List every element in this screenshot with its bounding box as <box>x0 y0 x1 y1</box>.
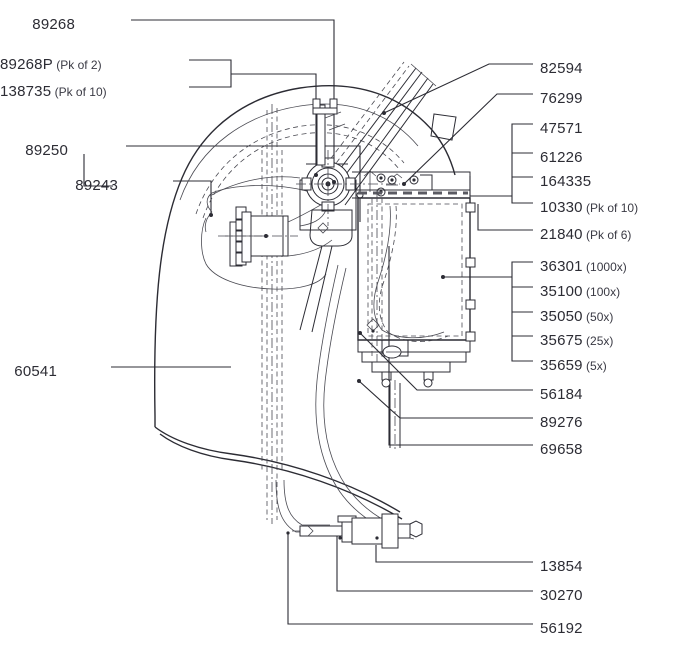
part-number: 61226 <box>540 149 583 166</box>
pivot-hub-assembly <box>296 98 400 333</box>
part-label-138735[interactable]: 138735 (Pk of 10) <box>0 83 107 100</box>
part-label-89250[interactable]: 89250 <box>0 143 68 158</box>
part-label-35050[interactable]: 35050 (50x) <box>540 309 613 324</box>
part-number: 89243 <box>75 177 118 194</box>
part-number: 138735 <box>0 83 52 100</box>
part-label-89276[interactable]: 89276 <box>540 415 583 430</box>
part-label-89243[interactable]: 89243 <box>0 178 118 193</box>
center-band-lines <box>261 104 283 524</box>
part-quantity: (Pk of 6) <box>582 228 632 242</box>
part-number: 89268 <box>32 16 75 33</box>
part-label-89268[interactable]: 89268 <box>0 17 75 32</box>
part-quantity: (25x) <box>582 334 614 348</box>
knob-assembly <box>201 185 328 290</box>
part-label-61226[interactable]: 61226 <box>540 150 583 165</box>
part-label-21840[interactable]: 21840 (Pk of 6) <box>540 227 631 242</box>
part-number: 35659 <box>540 357 583 374</box>
support-post <box>389 380 401 452</box>
part-quantity: (5x) <box>582 359 607 373</box>
part-label-56184[interactable]: 56184 <box>540 387 583 402</box>
hood-inner-outline <box>179 103 419 219</box>
part-number: 30270 <box>540 587 583 604</box>
part-label-60541[interactable]: 60541 <box>0 364 57 379</box>
part-number: 89268P <box>0 56 53 73</box>
part-number: 89250 <box>25 142 68 159</box>
part-number: 56184 <box>540 386 583 403</box>
part-label-164335[interactable]: 164335 <box>540 174 591 189</box>
part-number: 47571 <box>540 120 583 137</box>
part-label-30270[interactable]: 30270 <box>540 588 583 603</box>
part-quantity: (Pk of 10) <box>51 85 107 99</box>
part-number: 164335 <box>540 173 592 190</box>
part-label-35659[interactable]: 35659 (5x) <box>540 358 607 373</box>
callout-dots <box>209 111 445 383</box>
part-number: 76299 <box>540 90 583 107</box>
part-number: 35675 <box>540 332 583 349</box>
part-label-76299[interactable]: 76299 <box>540 91 583 106</box>
part-number: 35100 <box>540 283 583 300</box>
part-number: 35050 <box>540 308 583 325</box>
part-label-10330[interactable]: 10330 (Pk of 10) <box>540 200 638 215</box>
part-number: 21840 <box>540 226 583 243</box>
part-number: 13854 <box>540 558 583 575</box>
part-label-56192[interactable]: 56192 <box>540 621 583 636</box>
body-centerlines <box>371 192 383 362</box>
part-quantity: (1000x) <box>582 260 627 274</box>
part-number: 56192 <box>540 620 583 637</box>
part-label-35675[interactable]: 35675 (25x) <box>540 333 613 348</box>
part-quantity: (100x) <box>582 285 621 299</box>
bottom-fitting-assembly <box>286 513 423 549</box>
hose-run <box>275 264 419 540</box>
part-quantity: (Pk of 2) <box>52 58 102 72</box>
part-label-47571[interactable]: 47571 <box>540 121 583 136</box>
main-enclosure <box>352 171 476 388</box>
part-label-69658[interactable]: 69658 <box>540 442 583 457</box>
part-number: 60541 <box>14 363 57 380</box>
part-quantity: (50x) <box>582 310 614 324</box>
part-number: 36301 <box>540 258 583 275</box>
hood-shell-outline <box>153 85 456 520</box>
part-label-36301[interactable]: 36301 (1000x) <box>540 259 627 274</box>
part-label-89268P[interactable]: 89268P (Pk of 2) <box>0 56 102 73</box>
part-label-82594[interactable]: 82594 <box>540 61 583 76</box>
part-label-35100[interactable]: 35100 (100x) <box>540 284 620 299</box>
part-number: 82594 <box>540 60 583 77</box>
part-number: 89276 <box>540 414 583 431</box>
part-number: 69658 <box>540 441 583 458</box>
part-number: 10330 <box>540 199 583 216</box>
part-label-13854[interactable]: 13854 <box>540 559 583 574</box>
shell-tab <box>430 113 457 141</box>
part-quantity: (Pk of 10) <box>582 201 639 215</box>
